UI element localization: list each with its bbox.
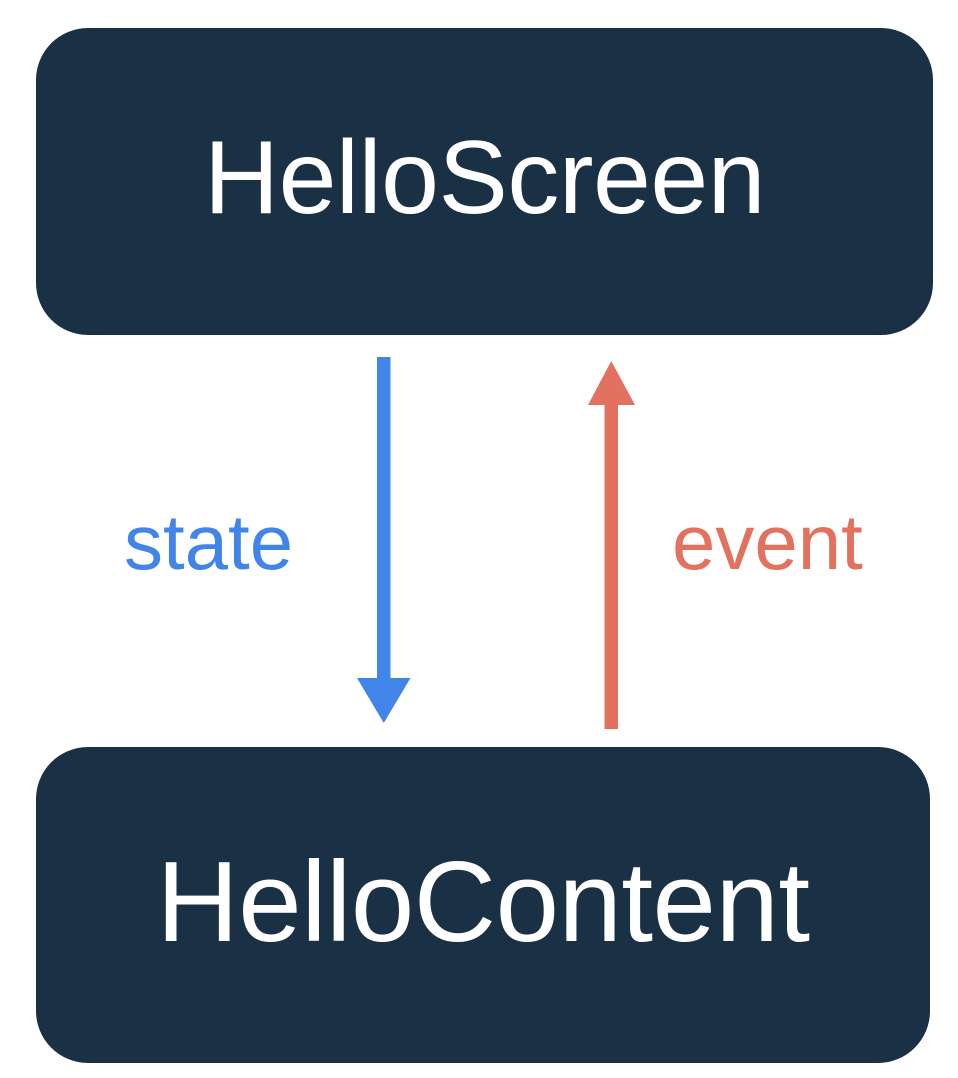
node-hello-screen[interactable]: HelloScreen xyxy=(36,28,933,335)
edge-label-event: event xyxy=(672,498,863,586)
edge-label-state: state xyxy=(124,498,294,586)
node-hello-content-label: HelloContent xyxy=(156,839,810,966)
event-arrow-up-icon xyxy=(588,361,635,729)
state-arrow-down-icon xyxy=(357,357,411,723)
node-hello-content[interactable]: HelloContent xyxy=(36,747,930,1063)
node-hello-screen-label: HelloScreen xyxy=(203,119,766,236)
